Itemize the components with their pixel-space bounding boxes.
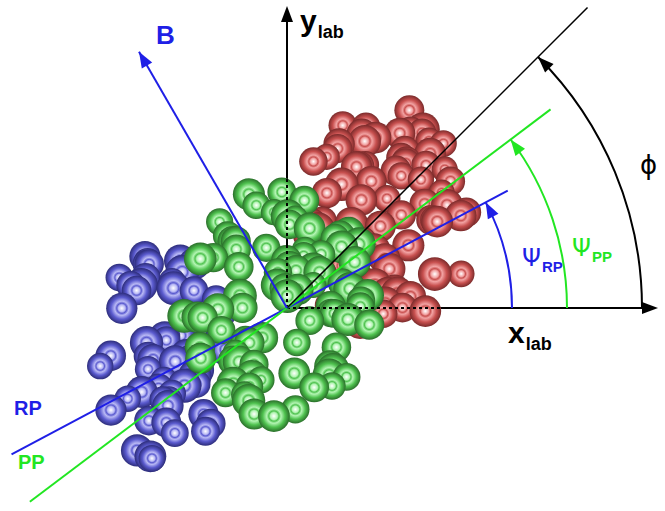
blue-nucleon bbox=[95, 394, 126, 425]
angle-subscript: PP bbox=[592, 249, 612, 264]
magnetic-field-vector bbox=[139, 52, 287, 308]
plane-label: PP bbox=[18, 452, 45, 472]
green-nucleon bbox=[184, 243, 217, 276]
psi-pp-arc bbox=[511, 139, 567, 308]
angle-symbol: Ψ bbox=[572, 236, 591, 260]
y-axis bbox=[286, 18, 288, 308]
phi-arc-arrowhead bbox=[538, 57, 554, 73]
angle-symbol: Ψ bbox=[522, 246, 541, 270]
blue-nucleon-group bbox=[87, 241, 242, 472]
blue-nucleon bbox=[139, 445, 166, 472]
field-label: B bbox=[156, 22, 175, 48]
axis-subscript: lab bbox=[318, 23, 344, 41]
plane-label: RP bbox=[14, 398, 42, 418]
green-nucleon bbox=[224, 252, 254, 282]
axis-subscript: lab bbox=[526, 335, 552, 353]
red-nucleon-group bbox=[293, 95, 481, 339]
blue-nucleon bbox=[134, 440, 166, 472]
angle-symbol: ϕ bbox=[640, 152, 657, 178]
green-nucleon bbox=[299, 373, 329, 403]
blue-nucleon bbox=[161, 419, 189, 447]
psi-rp-arc-arrowhead bbox=[486, 202, 499, 219]
y-axis-arrowhead bbox=[281, 6, 293, 22]
x-axis-dotted bbox=[287, 307, 492, 309]
green-nucleon bbox=[258, 400, 290, 432]
green-nucleon bbox=[283, 329, 311, 357]
green-nucleon bbox=[354, 310, 384, 340]
angle-subscript: RP bbox=[542, 259, 563, 274]
red-nucleon bbox=[448, 260, 475, 287]
red-nucleon bbox=[299, 147, 327, 175]
y-axis-dotted bbox=[286, 150, 288, 308]
axis-label: x bbox=[508, 318, 525, 348]
phi-arc bbox=[538, 57, 642, 308]
magnetic-field-arrowhead bbox=[139, 52, 152, 69]
reaction-plane-line bbox=[12, 191, 508, 455]
axis-label: y bbox=[300, 6, 317, 36]
green-nucleon-group bbox=[167, 178, 384, 432]
blue-nucleon bbox=[106, 293, 137, 324]
psi-rp-arc bbox=[486, 202, 512, 308]
blue-nucleon bbox=[191, 417, 220, 446]
x-axis-arrowhead bbox=[642, 302, 658, 314]
x-axis bbox=[287, 307, 648, 309]
red-nucleon bbox=[410, 295, 442, 327]
blue-nucleon bbox=[87, 353, 113, 379]
azimuth-line bbox=[287, 7, 588, 308]
psi-pp-arc-arrowhead bbox=[511, 139, 525, 155]
red-nucleon bbox=[418, 257, 452, 291]
